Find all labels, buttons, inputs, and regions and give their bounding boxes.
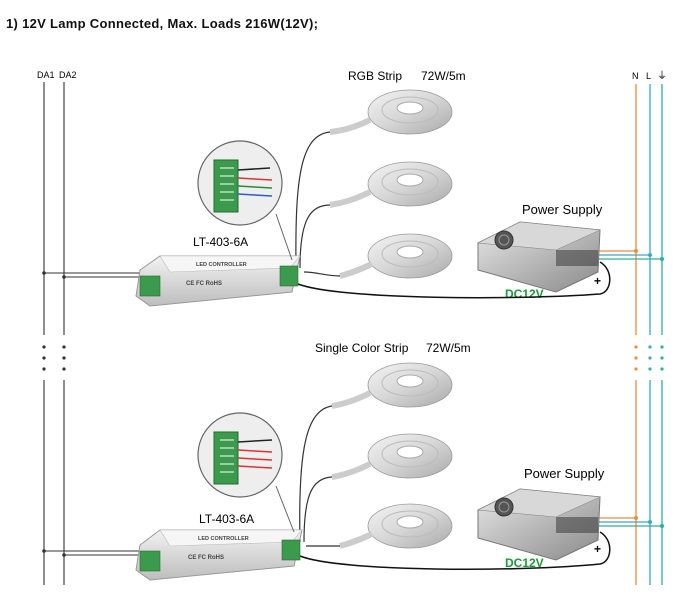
section-rgb: RGB Strip 72W/5m LT-403-6A Power Supply … xyxy=(42,69,664,307)
l-label: L xyxy=(646,71,651,81)
controller-badges: CE FC RoHS xyxy=(186,281,222,287)
psu-label: Power Supply xyxy=(522,202,603,217)
n-label: N xyxy=(632,71,639,81)
plus-label: + xyxy=(594,542,601,556)
led-strip-reel-3 xyxy=(339,233,453,279)
psu-label: Power Supply xyxy=(524,466,605,481)
terminal-zoom-inset xyxy=(197,412,295,533)
ground-icon: ⏚ xyxy=(657,70,667,82)
led-strip-reel-1 xyxy=(329,89,453,135)
led-strip-reel-3 xyxy=(339,503,453,549)
power-supply xyxy=(476,488,602,561)
ac-bus: N L ⏚ xyxy=(632,70,667,585)
da-bus: DA1 DA2 xyxy=(37,70,77,585)
da2-label: DA2 xyxy=(59,70,77,80)
controller-badges: CE FC RoHS xyxy=(188,555,224,561)
controller-label: LT-403-6A xyxy=(193,235,248,249)
plus-label: + xyxy=(594,274,601,288)
dc-voltage-label: DC12V xyxy=(505,287,544,301)
dc-voltage-label: DC12V xyxy=(505,556,544,570)
da1-label: DA1 xyxy=(37,70,55,80)
section-single-color: Single Color Strip 72W/5m LT-403-6A Powe… xyxy=(42,341,664,581)
led-controller: LED CONTROLLER CE FC RoHS xyxy=(135,255,301,307)
controller-face-text: LED CONTROLLER xyxy=(196,262,247,268)
led-strip-reel-2 xyxy=(331,433,453,480)
controller-label: LT-403-6A xyxy=(199,512,254,526)
terminal-zoom-inset xyxy=(197,140,293,261)
diagram-title: 1) 12V Lamp Connected, Max. Loads 216W(1… xyxy=(6,16,319,31)
led-strip-reel-1 xyxy=(331,362,453,409)
led-controller: LED CONTROLLER CE FC RoHS xyxy=(135,529,303,581)
power-supply xyxy=(476,221,602,293)
strip-label: RGB Strip xyxy=(348,69,402,83)
strip-power: 72W/5m xyxy=(426,341,471,355)
strip-label: Single Color Strip xyxy=(315,341,409,355)
strip-power: 72W/5m xyxy=(421,69,466,83)
led-strip-reel-2 xyxy=(329,161,453,208)
controller-face-text: LED CONTROLLER xyxy=(198,536,249,542)
